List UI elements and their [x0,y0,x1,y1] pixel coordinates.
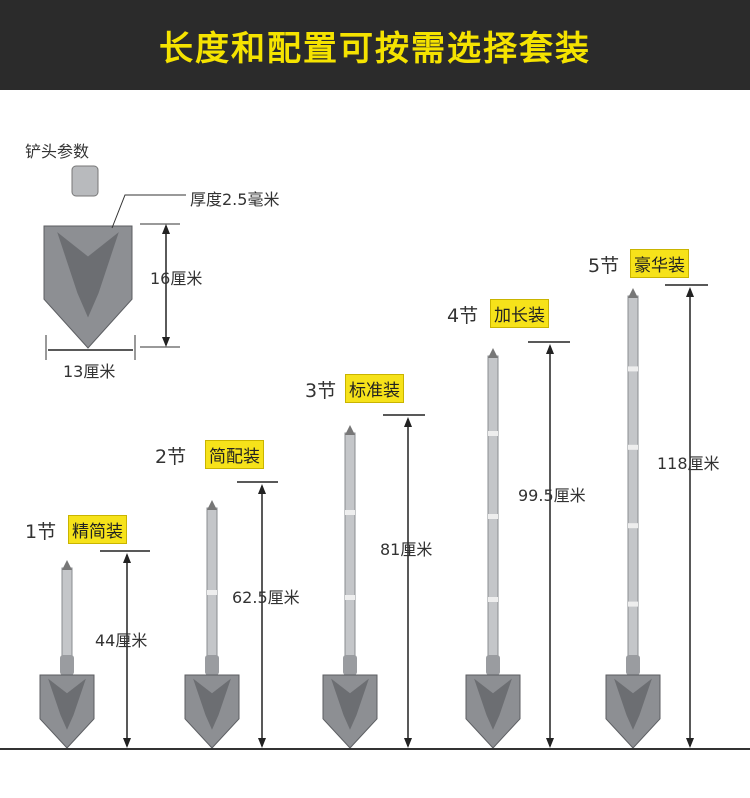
handle-joint [488,431,498,436]
length-label: 62.5厘米 [232,588,300,607]
blade-width-label: 13厘米 [63,362,116,381]
length-label: 44厘米 [95,631,148,650]
handle-tip [628,288,638,298]
page-title: 长度和配置可按需选择套装 [159,28,591,69]
sections-label: 1节 [25,521,57,543]
length-arrow-head-bottom [404,738,412,748]
handle-joint [345,595,355,600]
blade-head-icon-pattern [57,232,119,318]
shovel-blade-pattern [48,678,86,730]
shovel-connector [343,655,357,675]
handle-joint [628,444,638,450]
handle-joint [207,590,217,595]
length-arrow-head-bottom [258,738,266,748]
set-tag: 标准装 [345,374,404,403]
length-arrow-head-bottom [546,738,554,748]
length-label: 81厘米 [380,540,433,559]
shovel-blade-pattern [331,678,369,730]
sections-label: 2节 [155,446,187,468]
set-tag: 加长装 [490,299,549,328]
handle-joint [628,366,638,372]
head-params-label: 铲头参数 [25,142,90,161]
sections-label: 4节 [447,305,479,327]
handle-joint [628,601,638,607]
length-arrow-head-top [258,484,266,494]
sections-label: 3节 [305,380,337,402]
shovel-connector [486,655,500,675]
handle-joint [488,597,498,602]
set-tag: 豪华装 [630,249,689,278]
height-arrow-head-top [162,224,170,234]
blade-height-label: 16厘米 [150,269,203,288]
thickness-leader-line [111,194,186,229]
ground-line [0,748,750,750]
handle-tip [488,348,498,358]
length-arrow-head-top [686,287,694,297]
handle-joint [628,523,638,529]
handle-tip [62,560,72,570]
shovel-blade-pattern [614,678,652,730]
length-arrow-head-top [123,553,131,563]
length-arrow-head-bottom [686,738,694,748]
handle-joint [488,514,498,519]
shovel-blade-pattern [474,678,512,730]
handle-joint [345,510,355,515]
shovel-connector [60,655,74,675]
length-arrow-head-top [404,417,412,427]
blade-head-connector [71,165,99,197]
header-banner: 长度和配置可按需选择套装 [0,0,750,90]
set-tag: 简配装 [205,440,264,469]
shovel-connector [205,655,219,675]
shovel-blade-pattern [193,678,231,730]
shovel-handle [344,432,356,681]
length-arrow-head-top [546,344,554,354]
shovel-connector [626,655,640,675]
sections-label: 5节 [588,255,620,277]
set-tag: 精简装 [68,515,127,544]
height-arrow-head-bottom [162,337,170,347]
handle-tip [345,425,355,435]
thickness-label: 厚度2.5毫米 [190,190,280,209]
length-arrow-head-bottom [123,738,131,748]
length-label: 99.5厘米 [518,486,586,505]
handle-tip [207,500,217,510]
shovel-handle [627,295,639,681]
length-label: 118厘米 [657,454,720,473]
